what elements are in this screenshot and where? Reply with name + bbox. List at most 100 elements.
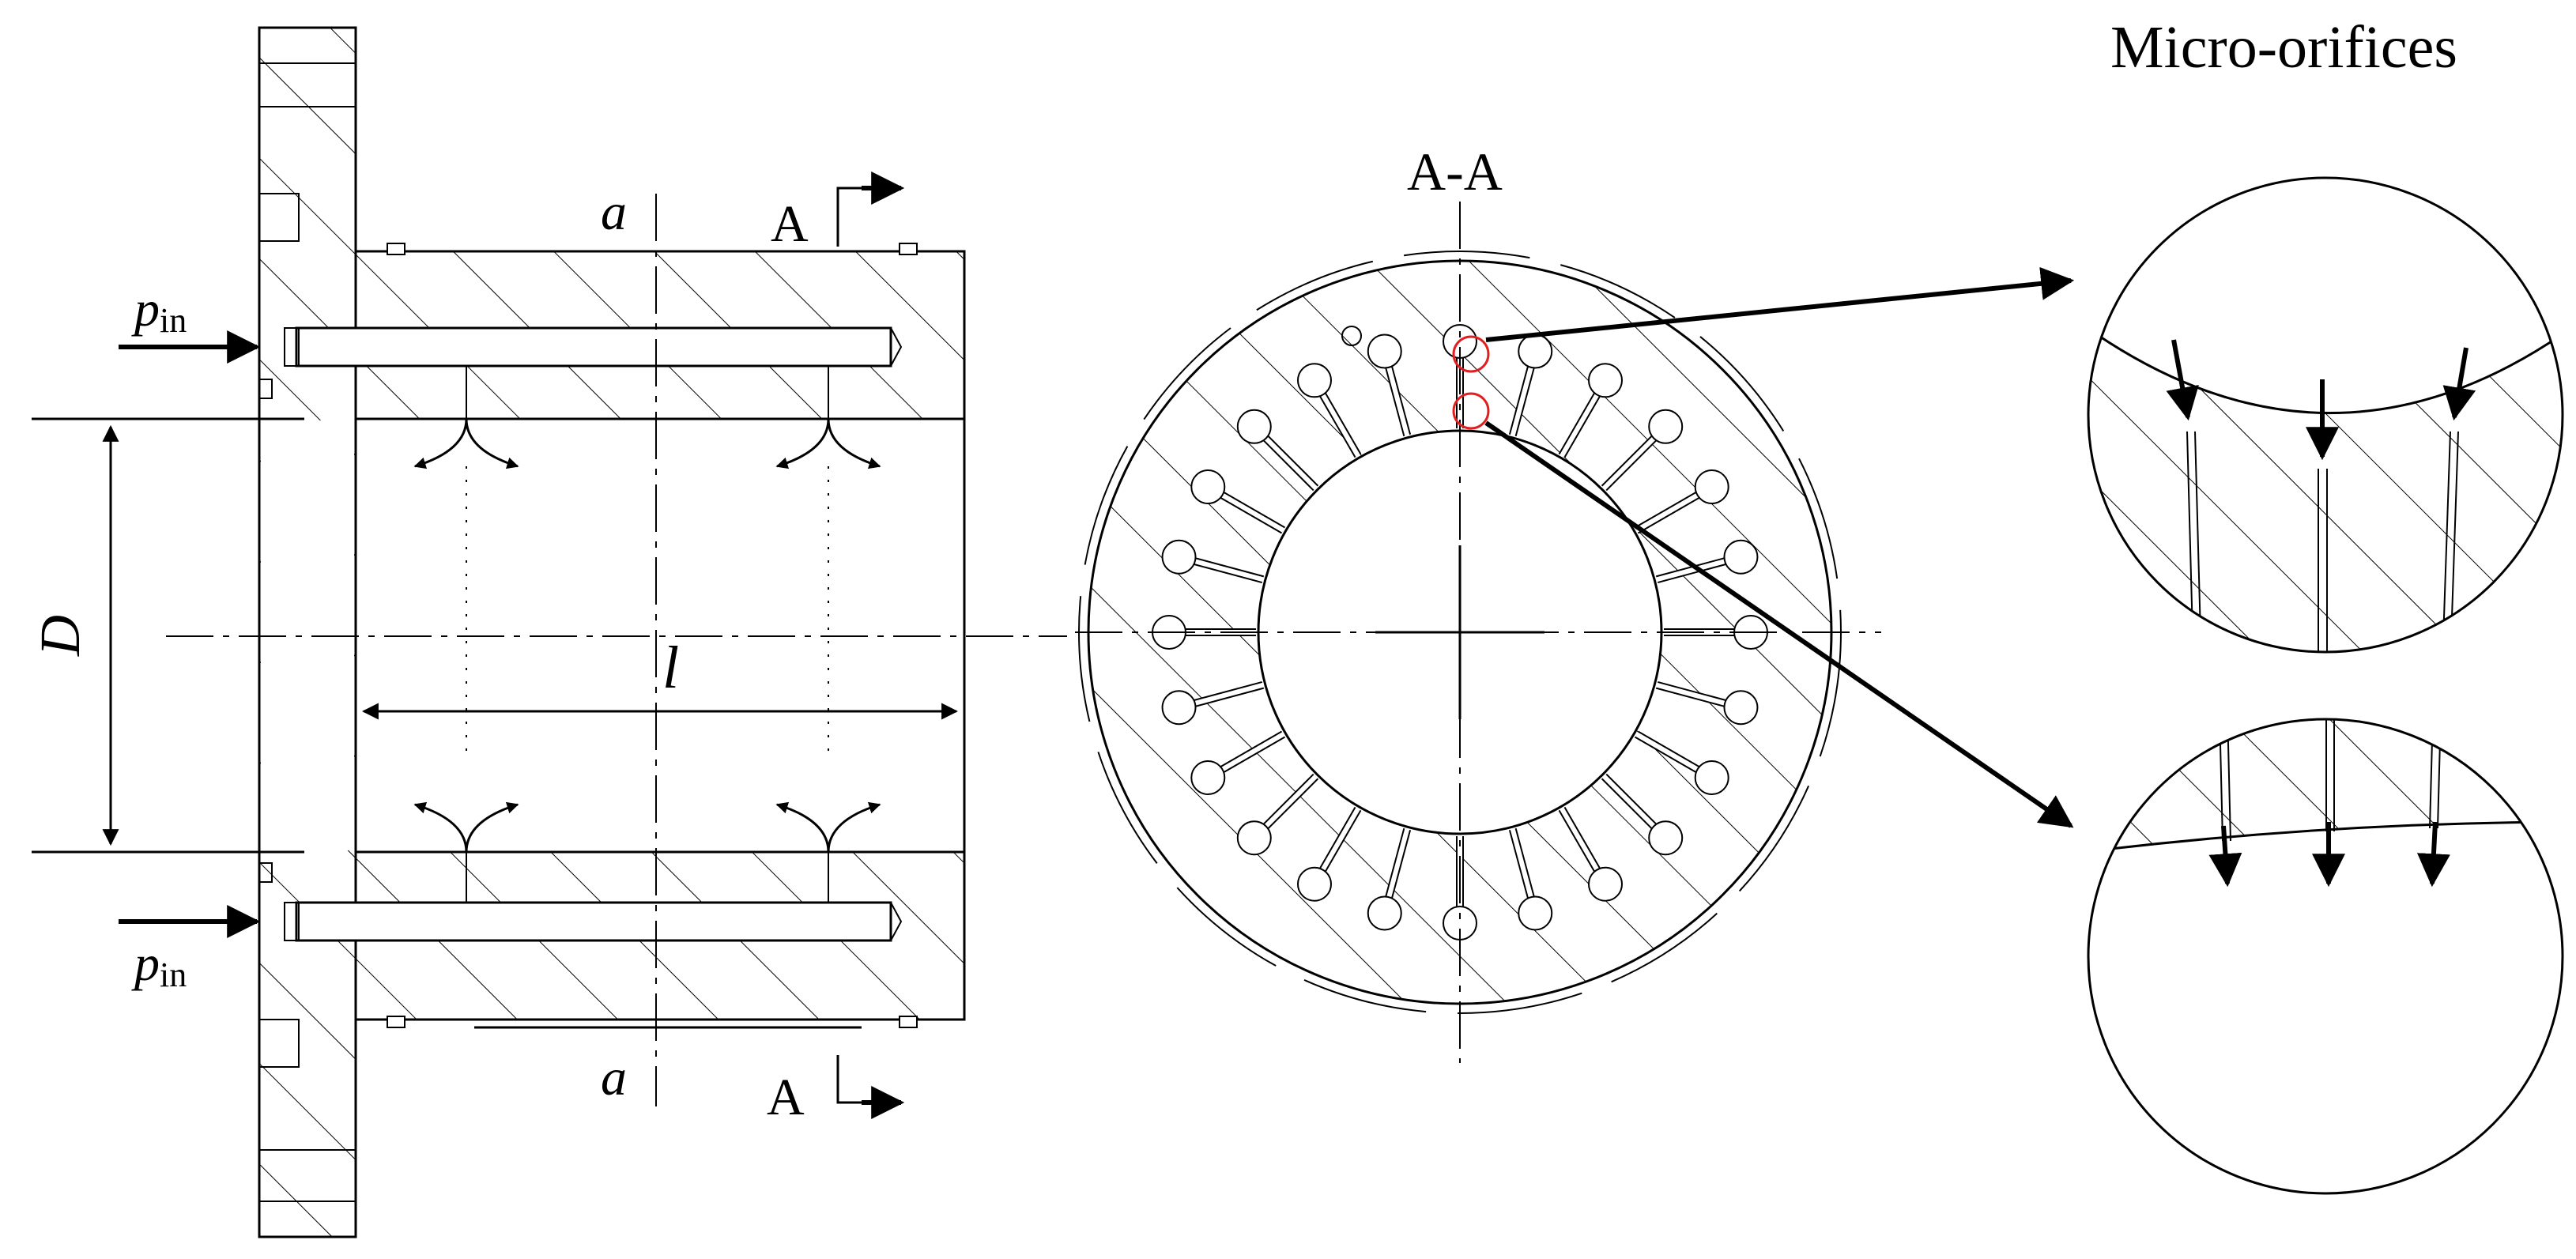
flange xyxy=(258,26,357,1238)
orifice-feeds xyxy=(413,366,881,903)
orifice-channel xyxy=(1509,364,1535,436)
orifice-wall xyxy=(1323,809,1362,874)
orifice-wall xyxy=(1508,364,1529,435)
orifice-wall xyxy=(1261,438,1314,492)
orifice-wall xyxy=(1193,687,1265,708)
leader-arrow-top xyxy=(1485,266,2075,342)
orifice-wall xyxy=(1657,680,1729,702)
orifice-channel xyxy=(1385,828,1411,901)
orifice-wall xyxy=(1605,438,1659,492)
detail-bottom-circle xyxy=(2087,718,2564,1195)
orifice-wall xyxy=(1563,806,1602,871)
orifice-wall xyxy=(1384,827,1405,899)
orifice-channel xyxy=(1218,731,1285,774)
orifice-wall xyxy=(1634,490,1699,529)
lower-wall xyxy=(284,850,966,1029)
detail-title: Micro-orifices xyxy=(2110,14,2457,81)
orifice-channel xyxy=(1635,491,1702,533)
detail-top-circle xyxy=(2087,176,2564,654)
orifice-supply-hole xyxy=(1190,760,1226,795)
orifice-channel xyxy=(1262,434,1318,491)
orifice-wall xyxy=(1193,556,1265,578)
orifice-wall xyxy=(1605,773,1659,827)
orifice-wall xyxy=(1221,736,1286,775)
leader-arrow-bottom xyxy=(1484,420,2074,828)
orifice-supply-hole xyxy=(1518,895,1553,931)
cross-section-A-A: A-A xyxy=(1075,141,2075,1063)
orifice-wall xyxy=(1218,496,1283,534)
orifice-wall xyxy=(1218,730,1283,769)
detail-top xyxy=(2087,176,2564,654)
orifice-wall xyxy=(1655,687,1727,708)
orifice-wall xyxy=(1390,364,1412,435)
detail-views: Micro-orifices xyxy=(2087,14,2564,1195)
orifice-wall xyxy=(1601,433,1654,487)
orifice-supply-hole xyxy=(1518,334,1553,369)
p-in-label-top: pin xyxy=(131,281,187,340)
orifice-channel xyxy=(1262,774,1318,831)
orifice-channel xyxy=(1191,557,1264,583)
orifice-supply-hole xyxy=(1648,820,1684,856)
orifice-channel xyxy=(1601,434,1658,491)
orifice-supply-hole xyxy=(1694,760,1729,795)
orifice-channel xyxy=(1559,390,1601,458)
orifice-supply-hole xyxy=(1297,866,1332,902)
label-a-top: a xyxy=(601,183,627,241)
orifice-channel xyxy=(1183,629,1256,635)
orifice-supply-hole xyxy=(1236,820,1272,856)
orifice-wall xyxy=(1265,433,1319,487)
orifice-supply-hole xyxy=(1367,334,1402,369)
orifice-wall xyxy=(1508,829,1529,901)
orifice-channel xyxy=(1656,681,1729,707)
upper-wall xyxy=(284,243,966,420)
orifice-wall xyxy=(1390,829,1412,901)
orifice-channel xyxy=(1218,491,1285,533)
orifice-wall xyxy=(1637,730,1702,769)
orifice-wall xyxy=(1657,563,1729,584)
label-A-top: A xyxy=(771,195,809,253)
p-in-label-bottom: pin xyxy=(131,935,187,994)
label-A-bottom: A xyxy=(767,1069,805,1126)
orifice-wall xyxy=(1191,680,1263,702)
orifice-supply-hole xyxy=(1190,469,1226,504)
orifice-wall xyxy=(1191,563,1263,584)
orifice-supply-hole xyxy=(1723,690,1759,726)
orifice-wall xyxy=(1261,773,1314,827)
orifice-supply-hole xyxy=(1588,363,1623,398)
section-title: A-A xyxy=(1407,141,1503,202)
orifice-supply-hole xyxy=(1161,690,1197,726)
orifice-wall xyxy=(1563,394,1602,458)
orifice-channel xyxy=(1385,364,1411,436)
label-D: D xyxy=(28,615,92,657)
orifice-wall xyxy=(1384,365,1405,437)
orifice-supply-hole xyxy=(1297,363,1332,398)
orifice-channel xyxy=(1601,774,1658,831)
orifice-wall xyxy=(1634,736,1699,775)
label-l: l xyxy=(662,635,679,701)
orifice-wall xyxy=(1318,394,1356,458)
orifice-channel xyxy=(1318,390,1361,458)
orifice-wall xyxy=(1558,390,1597,455)
orifice-wall xyxy=(1265,778,1319,831)
orifice-channel xyxy=(1318,807,1361,874)
orifice-supply-hole xyxy=(1648,409,1684,444)
orifice-channel xyxy=(1656,557,1729,583)
detail-bottom xyxy=(2087,718,2564,1195)
orifice-channel xyxy=(1191,681,1264,707)
orifice-wall xyxy=(1601,778,1654,831)
orifice-channel xyxy=(1559,807,1601,874)
side-section-view: pin pin D l a a A A xyxy=(28,26,1067,1238)
orifice-supply-hole xyxy=(1367,895,1402,931)
orifice-wall xyxy=(1323,390,1362,455)
orifice-wall xyxy=(1221,490,1286,529)
radial-orifices xyxy=(1152,324,1768,940)
label-a-bottom: a xyxy=(601,1049,627,1106)
orifice-wall xyxy=(1558,809,1597,874)
orifice-wall xyxy=(1514,827,1536,899)
orifice-supply-hole xyxy=(1723,539,1759,575)
orifice-supply-hole xyxy=(1588,866,1623,902)
highlight-inner-orifice xyxy=(1452,392,1490,430)
orifice-wall xyxy=(1637,496,1702,534)
orifice-wall xyxy=(1318,806,1356,871)
